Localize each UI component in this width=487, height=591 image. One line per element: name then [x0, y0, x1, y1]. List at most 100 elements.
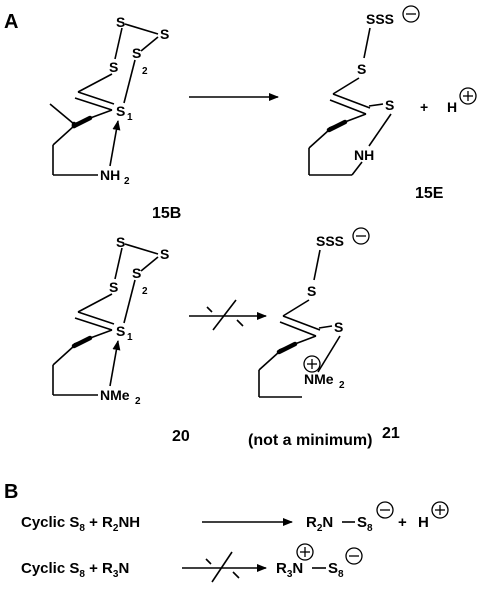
svg-text:S8: S8 — [328, 560, 344, 580]
product-s8: S — [328, 560, 338, 577]
svg-text:Cyclic S8 + R2NH: Cyclic S8 + R2NH — [21, 514, 140, 534]
subscript-2: 2 — [135, 396, 141, 407]
forbidden-reaction-arrow — [189, 299, 267, 331]
bond — [123, 279, 136, 324]
bond — [124, 23, 159, 35]
atom-nme2: NMe — [304, 371, 334, 387]
subscript-2: 2 — [142, 286, 148, 297]
bond-bold — [326, 119, 348, 133]
positive-charge-icon — [296, 543, 314, 561]
atom-sss: SSS — [366, 11, 394, 27]
structure-20: S S S 2 S S 1 NMe 2 — [52, 234, 169, 407]
svg-text:R3N: R3N — [276, 560, 303, 580]
atom-s2: S — [132, 265, 141, 281]
compound-label-21: 21 — [382, 425, 400, 442]
atom-nh2: NH — [100, 167, 120, 183]
bond — [318, 325, 333, 329]
bond — [313, 249, 321, 281]
bond — [351, 161, 363, 176]
bond-bold — [276, 341, 298, 355]
product-s8: S — [357, 514, 367, 531]
negative-charge-icon — [352, 227, 370, 245]
subscript-2: 2 — [339, 380, 345, 391]
positive-charge-icon — [459, 87, 477, 105]
bond — [363, 27, 371, 59]
atom-s-top: S — [116, 14, 125, 30]
svg-text:R2N: R2N — [306, 514, 333, 534]
bond — [77, 311, 115, 325]
atom-s-top: S — [116, 234, 125, 250]
bond — [77, 73, 113, 93]
subscript-1: 1 — [127, 332, 133, 343]
negative-charge-icon — [376, 501, 394, 519]
reactant-tertiary-amine: + R — [89, 560, 113, 577]
svg-text:S8: S8 — [357, 514, 373, 534]
positive-charge-icon — [303, 355, 321, 373]
structure-15B: S S S 2 S S 1 NH 2 — [49, 14, 169, 187]
dative-arrow — [109, 120, 121, 167]
bond — [368, 113, 392, 147]
equation-row-1: Cyclic S8 + R2NH R2N S8 + H — [21, 501, 449, 534]
bond — [52, 125, 75, 146]
atom-s-right: S — [160, 26, 169, 42]
bond — [124, 243, 159, 255]
atom-s2: S — [132, 45, 141, 61]
atom-nh: NH — [354, 147, 374, 163]
subscript-2: 2 — [124, 176, 130, 187]
atom-s-right: S — [160, 246, 169, 262]
bond — [282, 315, 321, 331]
bond — [77, 91, 115, 105]
compound-label-20: 20 — [172, 428, 190, 445]
compound-label-15B: 15B — [152, 205, 181, 222]
atom-s-left: S — [109, 59, 118, 75]
subscript-2: 2 — [142, 66, 148, 77]
structure-15E: SSS S S NH — [308, 5, 420, 176]
atom-s: S — [307, 283, 316, 299]
bond — [74, 317, 113, 331]
bond — [308, 129, 330, 149]
panel-label-b: B — [4, 481, 18, 503]
equation-row-2: Cyclic S8 + R3N R3N S8 — [21, 543, 363, 583]
atom-sss: SSS — [316, 233, 344, 249]
bond — [332, 77, 360, 95]
reactant-cyclic-s8: Cyclic S — [21, 514, 79, 531]
negative-charge-icon — [402, 5, 420, 23]
bond — [74, 97, 113, 111]
bond — [258, 351, 280, 371]
product-r3n: R — [276, 560, 287, 577]
bond — [114, 247, 123, 280]
bond — [368, 103, 384, 107]
svg-text:Cyclic S8 + R3N: Cyclic S8 + R3N — [21, 560, 129, 580]
product-r2n: R — [306, 514, 317, 531]
reactant-amine: + R — [89, 514, 113, 531]
bond — [114, 27, 123, 60]
proton-h: H — [418, 514, 429, 531]
subscript-1: 1 — [127, 112, 133, 123]
compound-label-15E: 15E — [415, 185, 444, 202]
forbidden-reaction-arrow — [182, 551, 267, 583]
bond — [140, 256, 159, 272]
atom-s-ring: S — [385, 97, 394, 113]
bond — [329, 99, 367, 115]
positive-charge-icon — [431, 501, 449, 519]
structure-21: SSS S S NMe 2 — [258, 227, 370, 398]
bond — [123, 59, 136, 104]
bond — [52, 345, 75, 366]
bond — [49, 103, 75, 125]
bond-bold — [71, 335, 93, 349]
reactant-cyclic-s8: Cyclic S — [21, 560, 79, 577]
bond — [140, 36, 159, 52]
bond — [282, 299, 310, 317]
plus-sign: + — [398, 514, 407, 531]
compound-note-21: (not a minimum) — [248, 432, 372, 449]
atom-s-left: S — [109, 279, 118, 295]
bond — [317, 335, 341, 373]
atom-s1: S — [116, 323, 125, 339]
bond-bold — [71, 115, 93, 129]
atom-s: S — [357, 61, 366, 77]
proton-h: H — [447, 99, 457, 115]
plus-sign: + — [420, 99, 428, 115]
bond — [279, 321, 317, 337]
dative-arrow — [109, 340, 121, 387]
